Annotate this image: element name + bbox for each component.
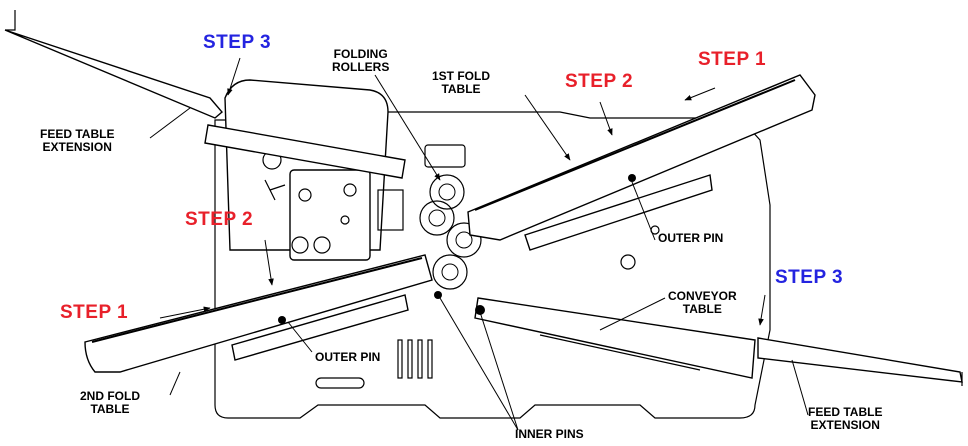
left-upper-table <box>204 124 406 179</box>
folding-rollers <box>419 174 482 290</box>
conveyor-table-label: CONVEYOR TABLE <box>668 290 737 315</box>
gear <box>340 215 350 225</box>
leaders <box>149 57 809 431</box>
vent-slots <box>397 339 433 379</box>
folding-rollers-text: FOLDING ROLLERS <box>332 47 390 74</box>
conveyor-table-text: CONVEYOR TABLE <box>668 289 737 316</box>
step2-left-label: STEP 2 <box>185 209 254 230</box>
step3-top-label: STEP 3 <box>203 32 272 53</box>
first-fold-table-label: 1ST FOLD TABLE <box>432 70 490 95</box>
second-fold-table <box>84 254 433 373</box>
inner-pin <box>475 305 485 315</box>
gear <box>291 236 309 254</box>
feed-ext-right-text: FEED TABLE EXTENSION <box>808 405 883 432</box>
step3-right-label: STEP 3 <box>775 267 844 288</box>
second-fold-table-text: 2ND FOLD TABLE <box>80 389 140 416</box>
outer-pin-left-label: OUTER PIN <box>315 350 381 364</box>
step2-top-label: STEP 2 <box>565 71 634 92</box>
gear <box>298 188 312 202</box>
feed-ext-left-text: FEED TABLE EXTENSION <box>40 127 115 154</box>
second-fold-table-label: 2ND FOLD TABLE <box>80 390 140 415</box>
gear <box>313 236 331 254</box>
outer-pin <box>278 316 286 324</box>
inner-pins-label: INNER PINS <box>515 427 584 441</box>
frame-plate <box>214 111 771 419</box>
feed-ext-right-label: FEED TABLE EXTENSION <box>808 406 882 431</box>
feed-ext-left-label: FEED TABLE EXTENSION <box>40 128 114 153</box>
inner-pin <box>434 291 442 299</box>
outer-pin <box>628 174 636 182</box>
gear <box>343 183 357 197</box>
step1-top-label: STEP 1 <box>698 49 767 70</box>
outer-pin-right-label: OUTER PIN <box>658 231 724 245</box>
step1-left-label: STEP 1 <box>60 302 129 323</box>
first-fold-table-text: 1ST FOLD TABLE <box>432 69 491 96</box>
feed-ext-left <box>4 29 223 119</box>
folding-rollers-label: FOLDING ROLLERS <box>332 48 389 73</box>
feed-ext-right <box>757 337 963 383</box>
first-fold-table <box>467 74 816 241</box>
